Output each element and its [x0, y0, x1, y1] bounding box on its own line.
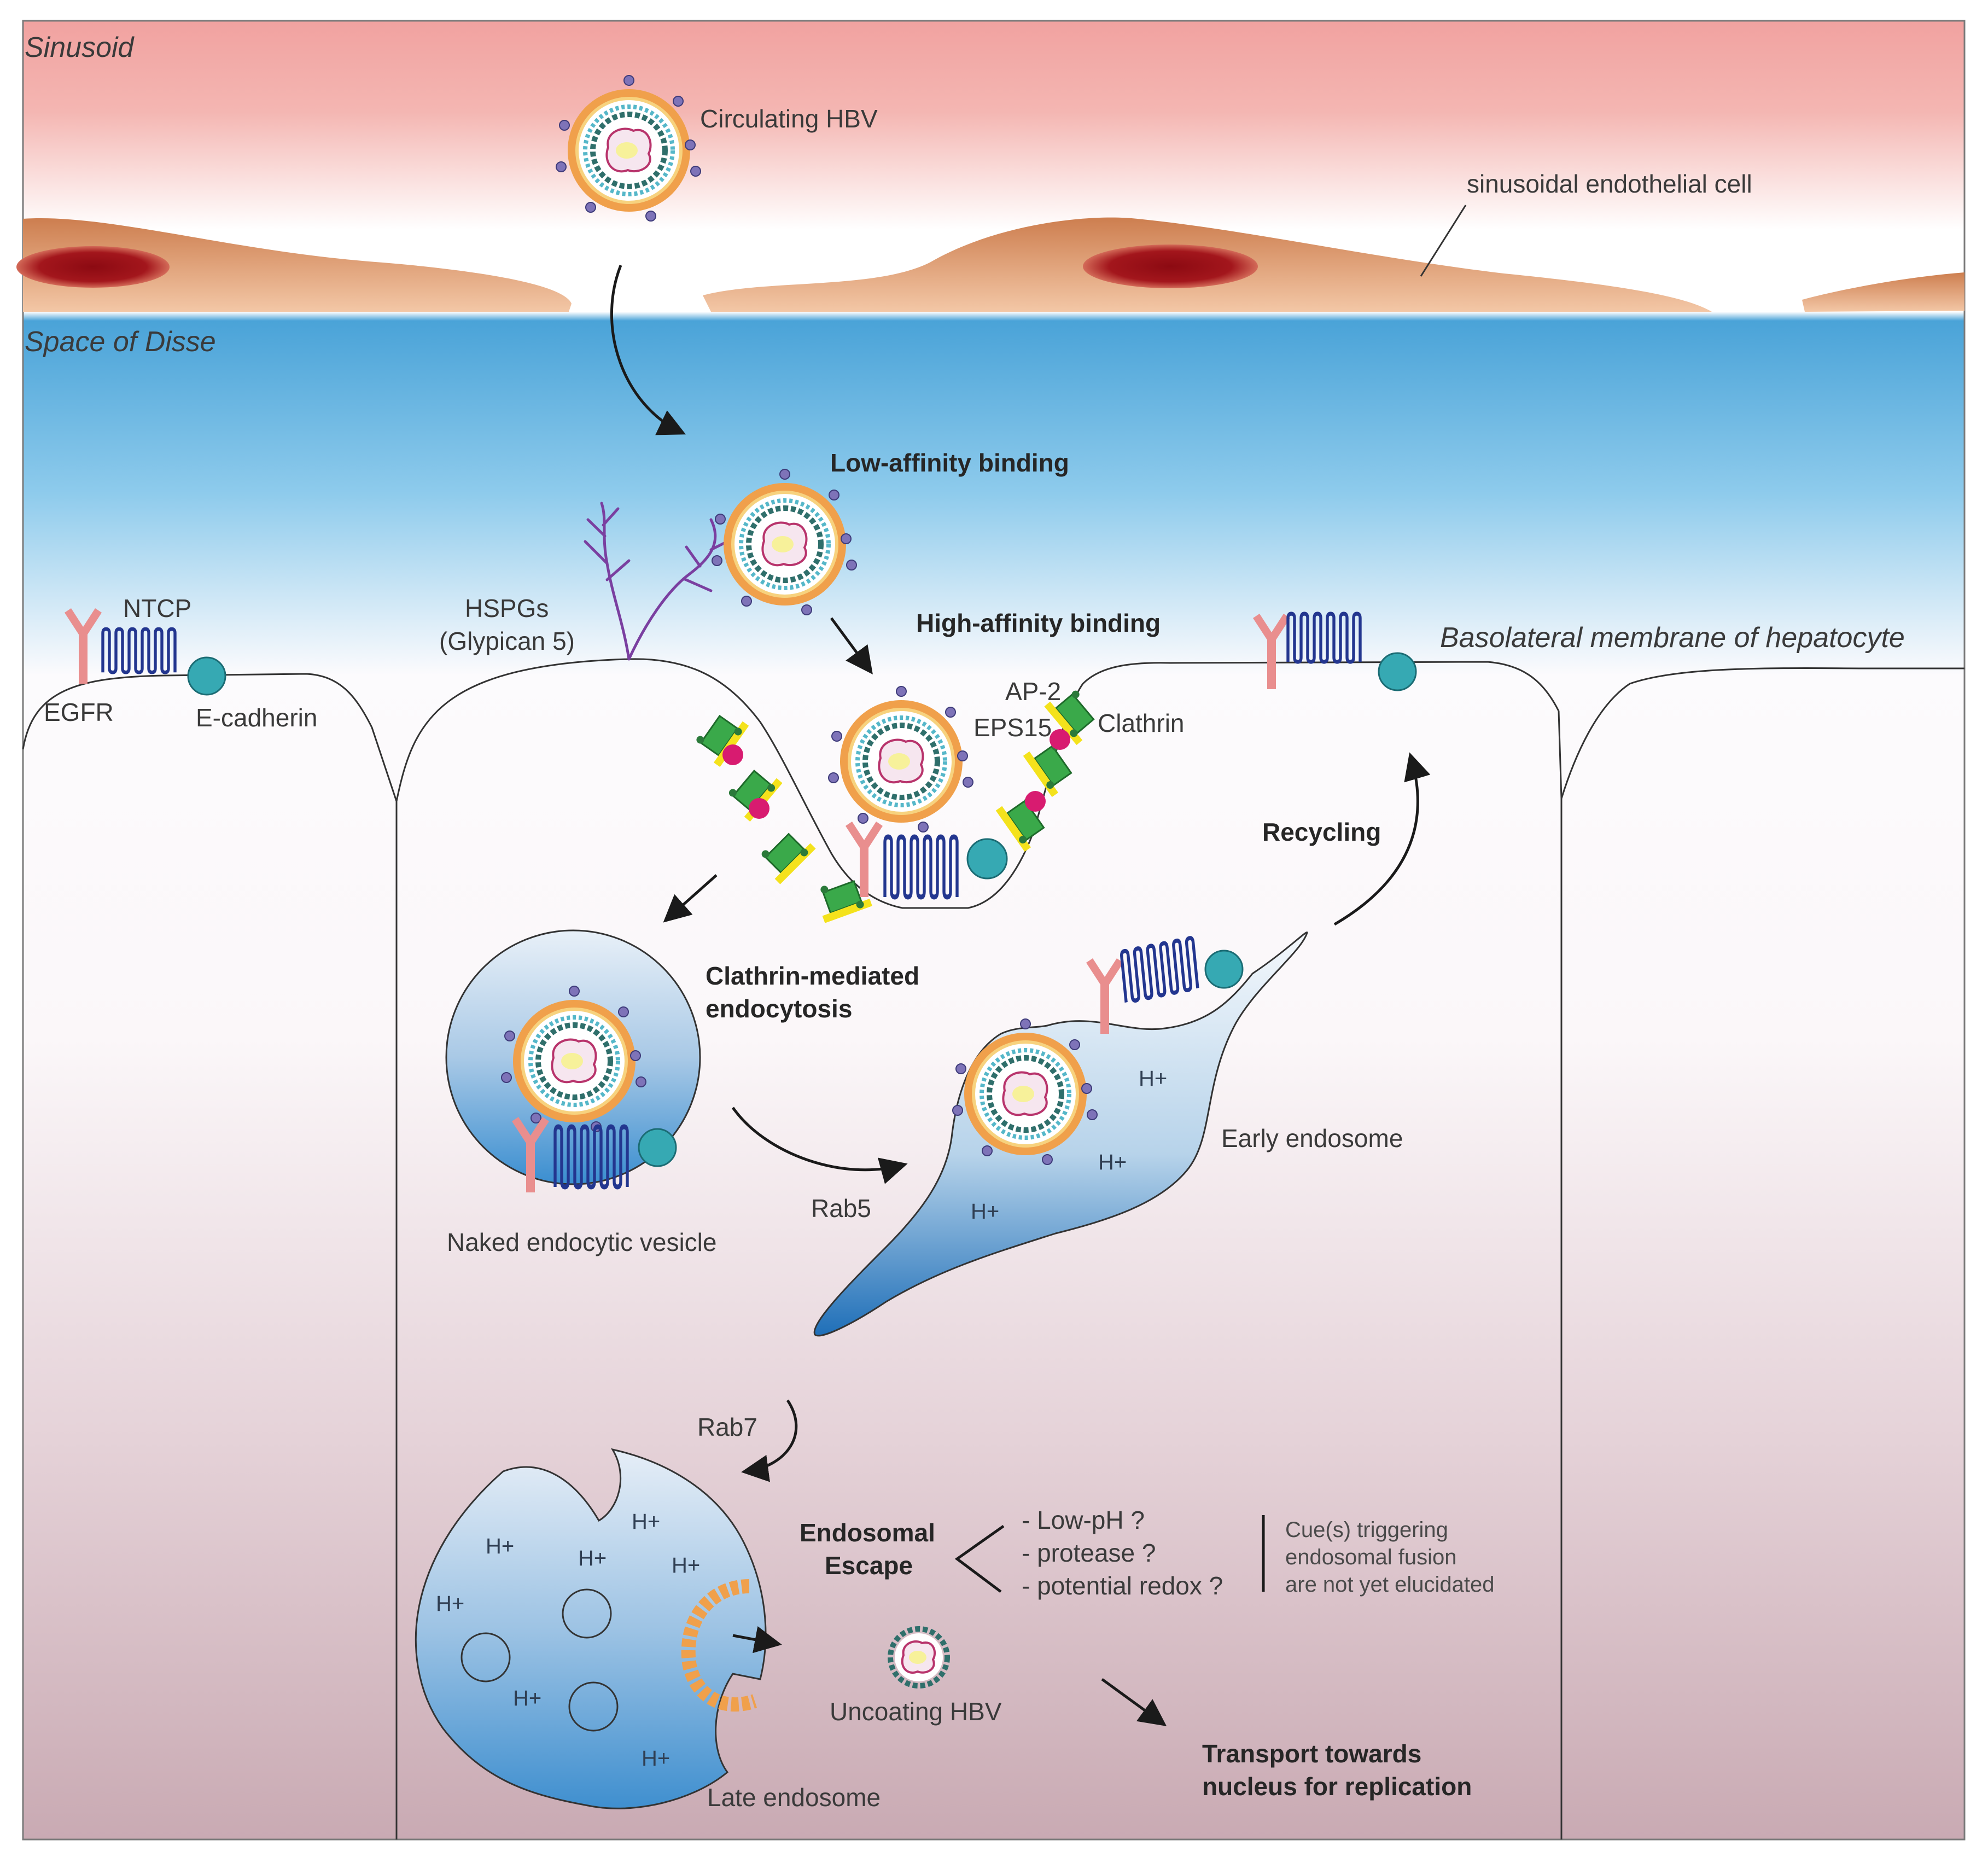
fusing-envelope-icon	[681, 1579, 757, 1712]
sinusoid-label: Sinusoid	[25, 32, 135, 63]
transport-label-2: nucleus for replication	[1202, 1772, 1472, 1801]
e-cadherin-icon	[638, 1128, 677, 1167]
cue-low-ph: - Low-pH ?	[1022, 1506, 1145, 1534]
hspgs-label: HSPGs	[465, 594, 549, 622]
proton-label: H+	[1139, 1067, 1167, 1091]
naked-vesicle-label: Naked endocytic vesicle	[447, 1228, 716, 1256]
escape-label-2: Escape	[825, 1551, 913, 1580]
e-cadherin-icon	[966, 838, 1008, 880]
rab7-label: Rab7	[697, 1413, 757, 1441]
proton-label: H+	[486, 1534, 514, 1558]
proton-label: H+	[672, 1553, 700, 1577]
early-endosome-label: Early endosome	[1221, 1124, 1403, 1152]
egfr-label: EGFR	[44, 698, 114, 726]
proton-label: H+	[1098, 1150, 1127, 1174]
low-affinity-label: Low-affinity binding	[830, 449, 1069, 477]
late-endosome	[415, 1448, 767, 1809]
note-line-1: Cue(s) triggering	[1285, 1518, 1448, 1542]
cme-label-1: Clathrin-mediated	[706, 962, 919, 990]
arrows	[610, 265, 1431, 1726]
e-cadherin-label: E-cadherin	[196, 703, 317, 732]
e-cadherin-icon	[187, 656, 226, 696]
proton-label: H+	[632, 1510, 660, 1534]
escape-label-1: Endosomal	[800, 1518, 935, 1547]
ntcp-label: NTCP	[123, 594, 191, 622]
transport-label-1: Transport towards	[1202, 1739, 1421, 1768]
basolateral-label: Basolateral membrane of hepatocyte	[1440, 622, 1905, 654]
cue-protease: - protease ?	[1022, 1539, 1156, 1567]
ap2-icon	[1025, 791, 1046, 812]
uncoating-label: Uncoating HBV	[830, 1697, 1002, 1726]
proton-label: H+	[971, 1200, 999, 1224]
late-endosome-label: Late endosome	[707, 1783, 881, 1812]
hspg-glypican-icon	[584, 502, 729, 661]
endothelial-cells	[16, 205, 1964, 312]
cme-label-2: endocytosis	[706, 994, 852, 1023]
e-cadherin-icon	[1378, 652, 1417, 691]
note-line-2: endosomal fusion	[1285, 1545, 1457, 1569]
space-of-disse-label: Space of Disse	[25, 326, 216, 358]
ap2-icon	[722, 744, 743, 765]
e-cadherin-icon	[1204, 950, 1244, 989]
intraluminal-vesicles	[460, 1588, 619, 1732]
circulating-hbv-label: Circulating HBV	[700, 104, 878, 133]
proton-label: H+	[642, 1746, 670, 1771]
cue-redox: - potential redox ?	[1022, 1571, 1223, 1600]
endothelial-cell-label: sinusoidal endothelial cell	[1467, 170, 1752, 198]
proton-label: H+	[513, 1686, 541, 1710]
background	[22, 20, 1966, 1841]
recycling-label: Recycling	[1262, 818, 1381, 846]
proton-labels: H+ H+ H+ H+ H+ H+ H+ H+ H+ H+	[436, 1067, 1167, 1771]
eps15-label: EPS15	[973, 713, 1052, 742]
proton-label: H+	[578, 1546, 607, 1570]
hepatocyte-membrane	[22, 658, 1964, 1839]
ap2-label: AP-2	[1005, 677, 1061, 706]
proton-label: H+	[436, 1592, 464, 1616]
rab5-label: Rab5	[811, 1194, 871, 1222]
ap2-icon	[749, 798, 769, 819]
clathrin-coat	[690, 683, 1105, 924]
note-line-3: are not yet elucidated	[1285, 1573, 1494, 1597]
ap2-icon	[1050, 729, 1070, 750]
clathrin-label: Clathrin	[1098, 709, 1185, 737]
glypican-label: (Glypican 5)	[439, 627, 575, 655]
high-affinity-label: High-affinity binding	[916, 609, 1161, 637]
